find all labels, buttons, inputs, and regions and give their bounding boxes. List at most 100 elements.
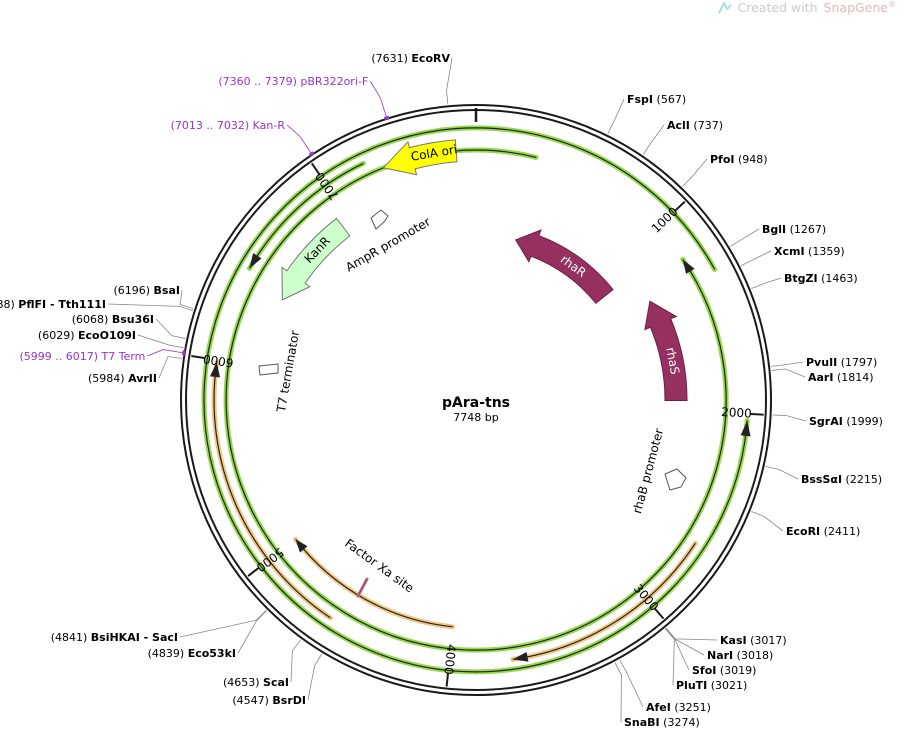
site-leader (740, 250, 772, 267)
site-ecoo109i[interactable]: (6029) EcoO109I (38, 329, 184, 349)
site-bsss-i[interactable]: BssSαI (2215) (765, 466, 882, 486)
site-fspi[interactable]: FspI (567) (607, 93, 686, 135)
site-leader (665, 628, 705, 656)
site-snabi[interactable]: SnaBI (3274) (614, 662, 700, 729)
snapgene-watermark: Created with SnapGene® (717, 0, 896, 16)
site-pvuii[interactable]: PvuII (1797) (771, 356, 877, 369)
site-leader (179, 289, 194, 310)
backbone-outer-ring (180, 104, 772, 696)
site-label: SgrAI (1999) (809, 415, 883, 428)
site-sgrai[interactable]: SgrAI (1999) (772, 414, 883, 428)
site-leader (642, 124, 665, 155)
orf-line (203, 127, 748, 673)
watermark-brand: SnapGene® (823, 0, 896, 16)
rhab-promoter-label: rhaB promoter (630, 427, 666, 515)
site-xcmi[interactable]: XcmI (1359) (740, 245, 845, 267)
site-leader (771, 361, 804, 367)
plasmid-length: 7748 bp (453, 411, 498, 424)
site-label: (7631) EcoRV (371, 52, 450, 65)
site-label: (4841) BsiHKAI - SacI (51, 631, 178, 644)
site-label: (6188) PflFI - Tth111I (0, 298, 106, 311)
site-label: SnaBI (3274) (624, 716, 700, 729)
site-label: EcoRI (2411) (786, 525, 860, 538)
site-nari[interactable]: NarI (3018) (665, 628, 773, 662)
primer-leader (286, 124, 312, 154)
site-label: BglI (1267) (762, 223, 826, 236)
site-eco53ki[interactable]: (4839) Eco53kI (148, 610, 267, 660)
ampr-promoter-label: AmpR promoter (343, 215, 433, 275)
primer-pbr322ori-f[interactable]: (7360 .. 7379) pBR322ori-F (218, 75, 390, 120)
site-scai[interactable]: (4653) ScaI (223, 639, 301, 689)
site-bgli[interactable]: BglI (1267) (730, 223, 826, 247)
site-afei[interactable]: AfeI (3251) (619, 659, 711, 714)
restriction-sites: (7631) EcoRV FspI (567)AclI (737)PfoI (94… (0, 52, 883, 729)
site-kasi[interactable]: KasI (3017) (665, 627, 787, 647)
site-leader (614, 662, 622, 723)
feature-label: rhaS (663, 346, 682, 376)
site-leader (137, 334, 184, 349)
site-label: PluTI (3021) (676, 679, 747, 692)
primer-label: (7013 .. 7032) Kan-R (171, 119, 286, 132)
site-pflfi-tth111i[interactable]: (6188) PflFI - Tth111I (0, 298, 193, 311)
orf-arrowhead (249, 252, 262, 269)
primer-mark (181, 350, 186, 356)
site-label: (6196) BsaI (113, 284, 180, 297)
primer-label: (7360 .. 7379) pBR322ori-F (218, 75, 368, 88)
tick-mark (674, 200, 686, 212)
feature-cola-ori (382, 139, 458, 176)
orf-arrowhead (740, 420, 751, 437)
site-bsrdi[interactable]: (4547) BsrDI (232, 653, 323, 707)
feature-kanr (281, 217, 351, 301)
site-leader (107, 303, 193, 311)
site-pluti[interactable]: PluTI (3021) (665, 628, 747, 692)
tick-label: 4000 (441, 644, 458, 676)
site-leader (446, 57, 453, 105)
site-leader (155, 318, 186, 339)
site-label: AfeI (3251) (646, 701, 711, 714)
site-leader (682, 158, 708, 187)
site-label: (6029) EcoO109I (38, 329, 136, 342)
site-leader (751, 277, 782, 289)
site-label: AarI (1814) (808, 371, 874, 384)
site-label: BtgZI (1463) (784, 272, 858, 285)
tick-mark (310, 162, 321, 175)
feature-rhar (515, 229, 614, 305)
factor-xa-outline (357, 578, 368, 597)
site-pfoi[interactable]: PfoI (948) (682, 153, 768, 187)
tick-mark (654, 608, 665, 620)
site-bsihkai-saci[interactable]: (4841) BsiHKAI - SacI (51, 609, 267, 644)
tick-label: 2000 (721, 405, 752, 421)
orf-arrowhead (512, 651, 529, 662)
orf-line (213, 362, 331, 619)
site-label: PvuII (1797) (806, 356, 877, 369)
site-bsai[interactable]: (6196) BsaI (113, 284, 194, 310)
site-sfoi[interactable]: SfoI (3019) (665, 628, 757, 677)
primer-t7-term[interactable]: (5999 .. 6017) T7 Term (19, 349, 186, 363)
site-label: SfoI (3019) (692, 664, 756, 677)
ampr-promoter-arrow (370, 209, 389, 230)
watermark-prefix: Created with (737, 0, 818, 16)
site-leader (765, 466, 799, 480)
site-label: (5984) AvrII (88, 372, 157, 385)
tick-mark (191, 355, 205, 360)
tick-label: 7000 (313, 170, 342, 203)
orf-arrowhead (682, 259, 695, 274)
site-bsu36i[interactable]: (6068) Bsu36I (72, 313, 186, 339)
site-acli[interactable]: AclI (737) (642, 119, 723, 155)
orf-line (295, 539, 453, 628)
backbone (180, 104, 772, 696)
orf-arcs (201, 125, 751, 675)
site-leader (290, 639, 301, 683)
site-btgzi[interactable]: BtgZI (1463) (751, 272, 858, 289)
site-leader (307, 653, 323, 701)
orf-arrowhead (210, 362, 221, 378)
site-avrii[interactable]: (5984) AvrII (88, 356, 182, 385)
site-ecorv[interactable]: (7631) EcoRV (371, 52, 453, 105)
site-label: BssSαI (2215) (801, 473, 882, 486)
orf-line (248, 162, 364, 269)
primer-kan-r[interactable]: (7013 .. 7032) Kan-R (171, 119, 315, 157)
site-ecori[interactable]: EcoRI (2411) (751, 511, 860, 538)
site-aari[interactable]: AarI (1814) (771, 368, 874, 384)
primer-leader (369, 80, 387, 117)
